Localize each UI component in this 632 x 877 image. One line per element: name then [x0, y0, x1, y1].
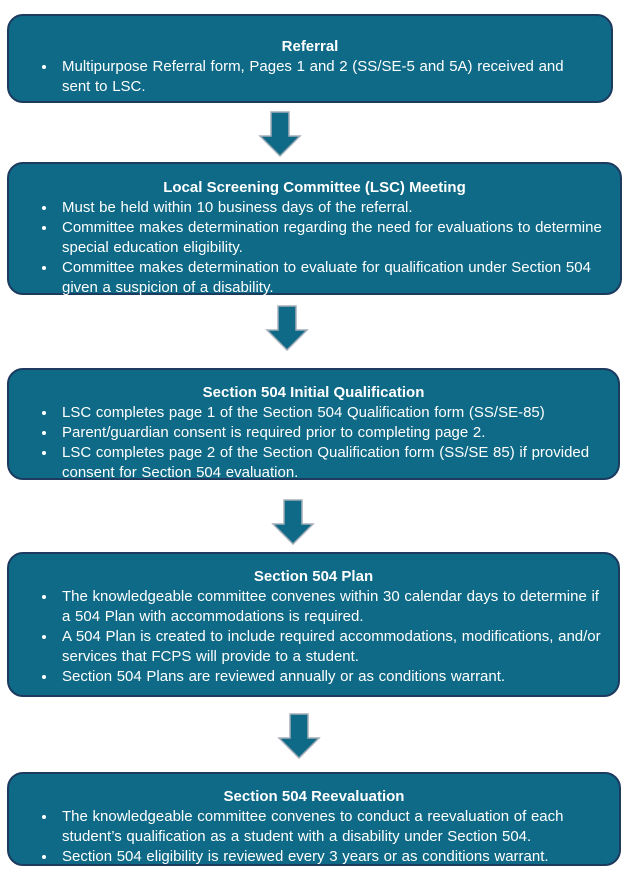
- down-arrow-icon: [258, 111, 302, 157]
- bullet-list: The knowledgeable committee convenes to …: [9, 807, 619, 867]
- bullet-item: Must be held within 10 business days of …: [57, 198, 604, 218]
- bullet-list: LSC completes page 1 of the Section 504 …: [9, 403, 618, 483]
- step-box-lsc-meeting: Local Screening Committee (LSC) Meeting …: [7, 162, 622, 298]
- bullet-list: The knowledgeable committee convenes wit…: [9, 587, 618, 687]
- step-box-504-plan: Section 504 Plan The knowledgeable commi…: [7, 552, 620, 697]
- step-title: Section 504 Plan: [253, 568, 374, 585]
- bullet-item: Committee makes determination regarding …: [57, 218, 604, 258]
- step-box-referral: Referral Multipurpose Referral form, Pag…: [7, 14, 613, 103]
- bullet-item: Committee makes determination to evaluat…: [57, 258, 604, 298]
- step-box-initial-qualification: Section 504 Initial Qualification LSC co…: [7, 368, 620, 483]
- step-box-reevaluation: Section 504 Reevaluation The knowledgeab…: [7, 772, 621, 866]
- bullet-list: Multipurpose Referral form, Pages 1 and …: [9, 57, 611, 97]
- bullet-item: Section 504 eligibility is reviewed ever…: [57, 847, 603, 867]
- bullet-item: LSC completes page 1 of the Section 504 …: [57, 403, 602, 423]
- step-title: Section 504 Reevaluation: [223, 788, 405, 805]
- bullet-list: Must be held within 10 business days of …: [9, 198, 620, 298]
- bullet-item: A 504 Plan is created to include require…: [57, 627, 602, 667]
- down-arrow-icon: [265, 305, 309, 351]
- down-arrow-icon: [271, 499, 315, 545]
- step-title: Referral: [281, 38, 339, 55]
- down-arrow-icon: [277, 713, 321, 759]
- bullet-item: Multipurpose Referral form, Pages 1 and …: [57, 57, 595, 97]
- step-title: Section 504 Initial Qualification: [202, 384, 425, 401]
- step-title: Local Screening Committee (LSC) Meeting: [163, 179, 466, 196]
- bullet-item: LSC completes page 2 of the Section Qual…: [57, 443, 602, 483]
- bullet-item: The knowledgeable committee convenes wit…: [57, 587, 602, 627]
- bullet-item: Parent/guardian consent is required prio…: [57, 423, 602, 443]
- bullet-item: The knowledgeable committee convenes to …: [57, 807, 603, 847]
- bullet-item: Section 504 Plans are reviewed annually …: [57, 667, 602, 687]
